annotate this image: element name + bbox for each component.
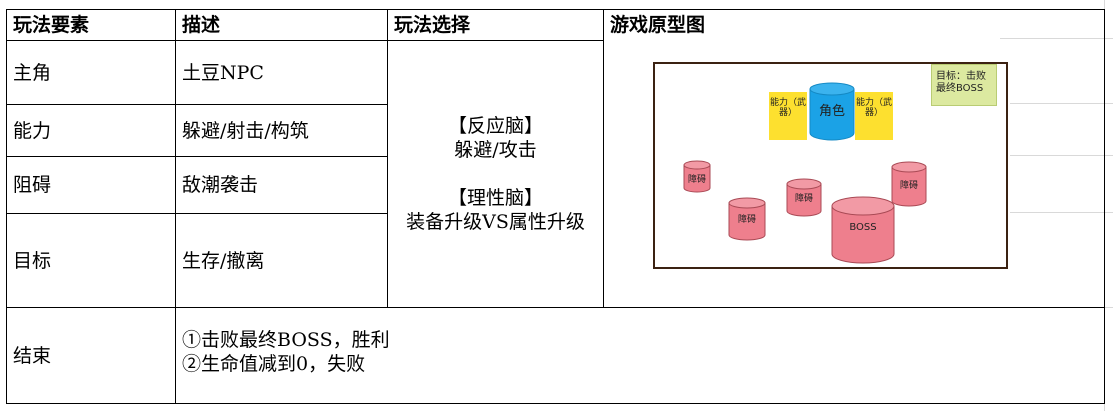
reflex-title: 【反应脑】	[447, 115, 543, 137]
weapon-left: 能力（武器）	[769, 92, 807, 140]
header-element: 玩法要素	[13, 14, 90, 36]
obstacle-1	[683, 160, 711, 193]
ending-line-win: ①击败最终BOSS，胜利	[182, 329, 390, 351]
header-choice: 玩法选择	[394, 14, 471, 36]
header-prototype: 游戏原型图	[610, 14, 706, 36]
row-desc-goal[interactable]: 生存/撤离	[182, 249, 265, 272]
prototype-diagram: 目标：击败最终BOSS 能力（武器） 能力（武器） 角色 障碍 障碍 障碍 障碍…	[653, 62, 1008, 269]
header-description: 描述	[182, 14, 221, 36]
row-element-obstacle[interactable]: 阻碍	[13, 174, 52, 196]
ending-desc-cell[interactable]: ①击败最终BOSS，胜利 ②生命值减到0，失败	[176, 308, 1104, 403]
obstacle-3	[786, 178, 822, 217]
rational-desc: 装备升级VS属性升级	[406, 211, 585, 233]
ending-line-lose: ②生命值减到0，失败	[182, 353, 366, 375]
gameplay-choice-cell[interactable]: 【反应脑】 躲避/攻击 【理性脑】 装备升级VS属性升级	[388, 41, 603, 307]
row-desc-obstacle[interactable]: 敌潮袭击	[182, 174, 259, 196]
obstacle-2	[728, 197, 766, 241]
reflex-desc: 躲避/攻击	[454, 139, 537, 161]
obstacle-2-label: 障碍	[737, 215, 756, 225]
obstacle-4	[891, 161, 927, 207]
weapon-right: 能力（武器）	[855, 92, 893, 140]
hero-label: 角色	[818, 104, 845, 119]
obstacle-1-label: 障碍	[687, 175, 706, 185]
row-element-goal[interactable]: 目标	[13, 249, 52, 272]
hero-cylinder	[809, 82, 855, 142]
boss-cylinder	[831, 196, 895, 264]
ending-label[interactable]: 结束	[13, 344, 52, 367]
goal-note: 目标：击败最终BOSS	[931, 64, 997, 106]
row-desc-hero[interactable]: 土豆NPC	[182, 61, 264, 84]
row-element-ability[interactable]: 能力	[13, 119, 52, 142]
rational-title: 【理性脑】	[447, 187, 543, 209]
boss-label: BOSS	[849, 222, 877, 233]
obstacle-3-label: 障碍	[794, 194, 813, 204]
row-element-hero[interactable]: 主角	[13, 61, 52, 84]
obstacle-4-label: 障碍	[899, 181, 918, 191]
row-desc-ability[interactable]: 躲避/射击/构筑	[182, 119, 309, 142]
